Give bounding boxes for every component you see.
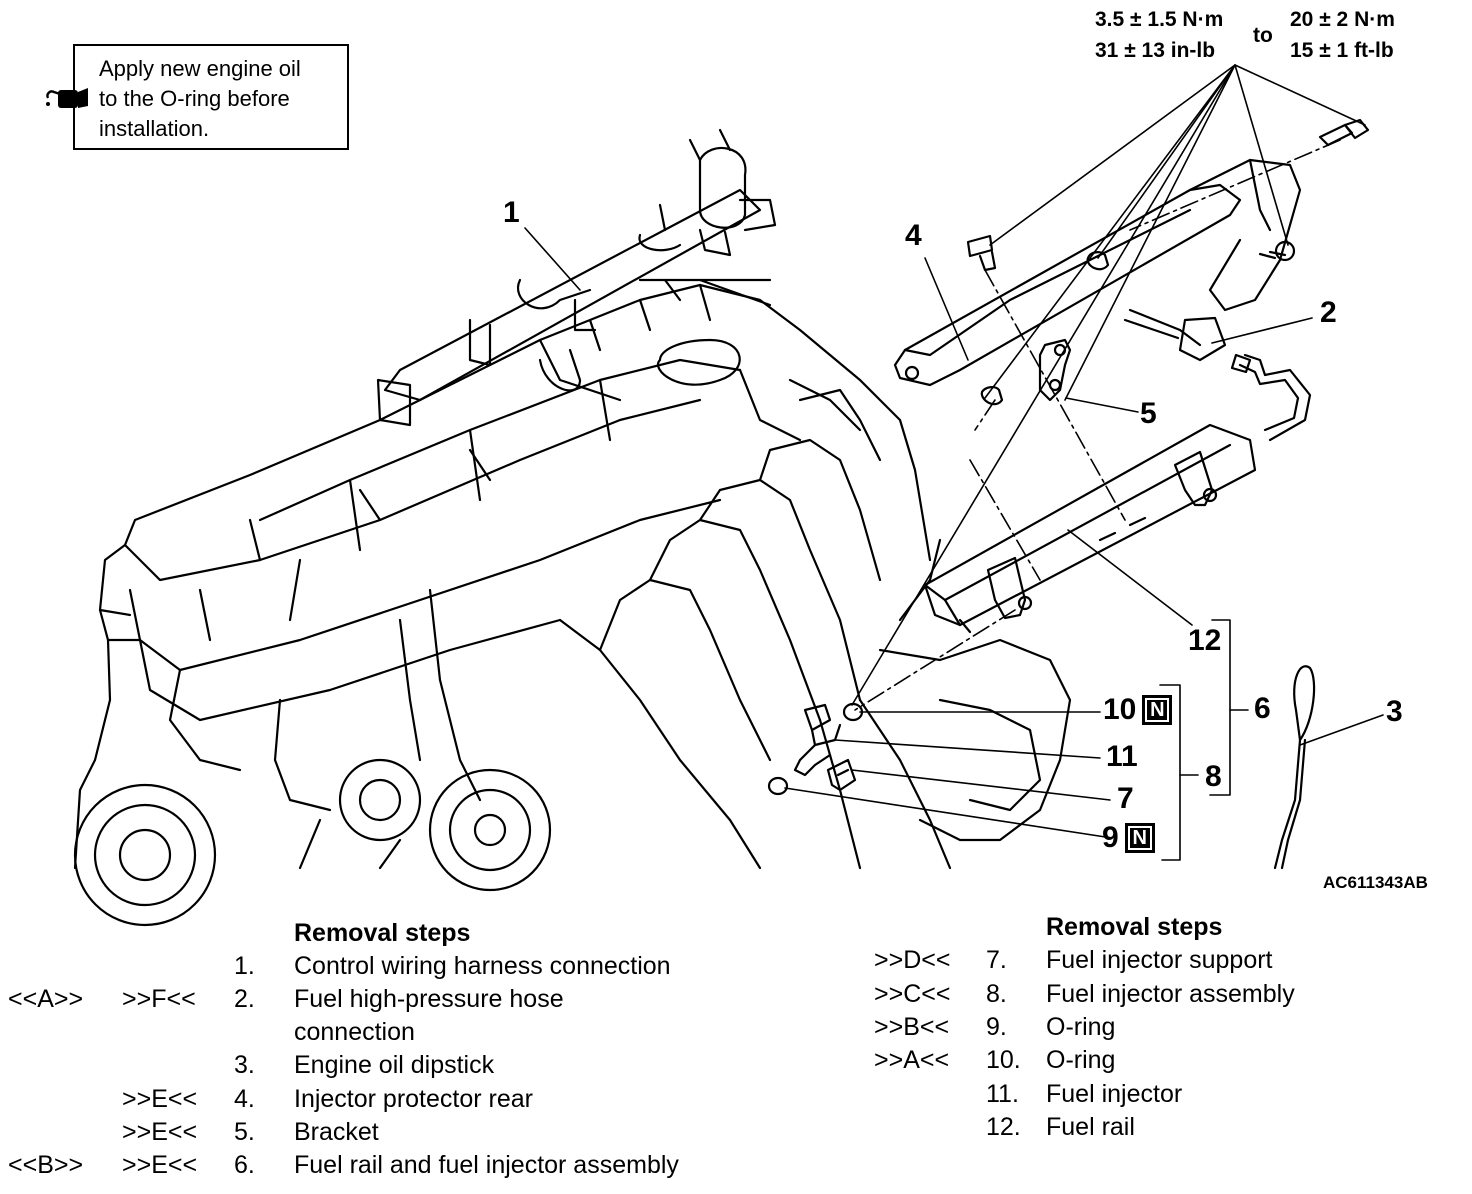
step-installation-service-point: >>E<< [122,1118,198,1146]
removal-step-row: 11. Fuel injector [874,1080,1434,1113]
torque-low-spec: 3.5 ± 1.5 N·m 31 ± 13 in-lb [1095,4,1223,66]
removal-step-row: 3. Engine oil dipstick [0,1051,740,1084]
step-text: Fuel rail [1046,1113,1135,1141]
step-number: 2. [234,985,255,1013]
step-removal-service-point: <<B>> [8,1151,84,1179]
injector-protector-rear [893,158,1302,387]
step-text: Engine oil dipstick [294,1051,495,1079]
step-installation-service-point: >>F<< [122,985,196,1013]
step-number: 8. [986,980,1007,1008]
step-installation-service-point: >>A<< [874,1046,950,1074]
torque-low-imperial: 31 ± 13 in-lb [1095,39,1216,62]
engine-pulleys [73,758,552,927]
bolts [966,118,1370,406]
step-number: 9. [986,1013,1007,1041]
removal-step-row: 1. Control wiring harness connection [0,952,740,985]
callout-12: 12 [1188,624,1222,657]
note-line-2: to the O-ring before [99,86,290,111]
step-installation-service-point: >>E<< [122,1085,198,1113]
step-number: 6. [234,1151,255,1179]
removal-step-row: >>C<< 8. Fuel injector assembly [874,980,1434,1013]
removal-steps-right-heading: Removal steps [1046,913,1223,941]
step-text: connection [294,1018,415,1046]
callout-11: 11 [1106,740,1138,773]
note-line-1: Apply new engine oil [99,56,301,81]
step-installation-service-point: >>B<< [874,1013,950,1041]
step-text: Bracket [294,1118,379,1146]
step-number: 5. [234,1118,255,1146]
removal-steps-left-heading: Removal steps [294,919,471,947]
step-number: 1. [234,952,255,980]
removal-step-row: <<A>> >>F<< 2. Fuel high-pressure hose [0,985,740,1018]
torque-high-imperial: 15 ± 1 ft-lb [1290,39,1394,62]
step-text: O-ring [1046,1013,1116,1041]
step-number: 11. [986,1080,1019,1108]
torque-low-metric: 3.5 ± 1.5 N·m [1095,8,1224,31]
torque-high-spec: 20 ± 2 N·m 15 ± 1 ft-lb [1290,4,1395,66]
step-number: 7. [986,946,1007,974]
callout-3: 3 [1386,695,1403,728]
step-number: 12. [986,1113,1021,1141]
removal-step-row: >>A<< 10. O-ring [874,1046,1434,1079]
step-text: O-ring [1046,1046,1116,1074]
engine-block [73,283,1072,870]
callout-2: 2 [1320,296,1337,329]
engine-oil-dipstick [1273,665,1316,870]
fuel-rail-part [923,423,1257,634]
step-text: Fuel injector [1046,1080,1183,1108]
torque-high-metric: 20 ± 2 N·m [1290,8,1395,31]
removal-step-row: <<B>> >>E<< 6. Fuel rail and fuel inject… [0,1151,740,1184]
step-removal-service-point: <<A>> [8,985,84,1013]
step-number: 3. [234,1051,255,1079]
step-text: Control wiring harness connection [294,952,671,980]
step-installation-service-point: >>D<< [874,946,951,974]
step-text: Fuel injector assembly [1046,980,1295,1008]
step-text: Fuel injector support [1046,946,1273,974]
callout-10-number: 10 [1103,693,1137,726]
callout-9-number: 9 [1102,821,1119,854]
callout-1: 1 [503,196,520,229]
oil-note-text: Apply new engine oil to the O-ring befor… [99,54,301,144]
removal-step-row: >>D<< 7. Fuel injector support [874,946,1434,979]
removal-step-row: 12. Fuel rail [874,1113,1434,1146]
figure-code: AC611343AB [1323,873,1428,892]
leader-lines [524,64,1384,861]
callout-7: 7 [1117,782,1134,815]
step-text: Fuel high-pressure hose [294,985,564,1013]
step-installation-service-point: >>E<< [122,1151,198,1179]
assembly-lines [854,139,1341,711]
step-text: Fuel rail and fuel injector assembly [294,1151,679,1179]
new-part-mark: N [1124,823,1155,853]
oil-note-box: Apply new engine oil to the O-ring befor… [73,44,349,150]
fuel-high-pressure-hose [1123,308,1312,442]
step-number: 4. [234,1085,255,1113]
removal-step-row: >>E<< 5. Bracket [0,1118,740,1151]
callout-5: 5 [1140,397,1157,430]
fuel-injector-group [767,702,864,796]
removal-step-row: >>E<< 4. Injector protector rear [0,1085,740,1118]
step-number: 10. [986,1046,1021,1074]
callout-8: 8 [1205,760,1222,793]
new-part-mark: N [1142,695,1173,725]
step-text: Injector protector rear [294,1085,533,1113]
note-line-3: installation. [99,116,210,141]
removal-step-row: connection [0,1018,740,1051]
step-installation-service-point: >>C<< [874,980,951,1008]
callout-4: 4 [905,219,922,252]
torque-joiner: to [1253,24,1273,47]
installed-fuel-rail [376,128,777,427]
callout-6: 6 [1254,692,1271,725]
removal-step-row: >>B<< 9. O-ring [874,1013,1434,1046]
